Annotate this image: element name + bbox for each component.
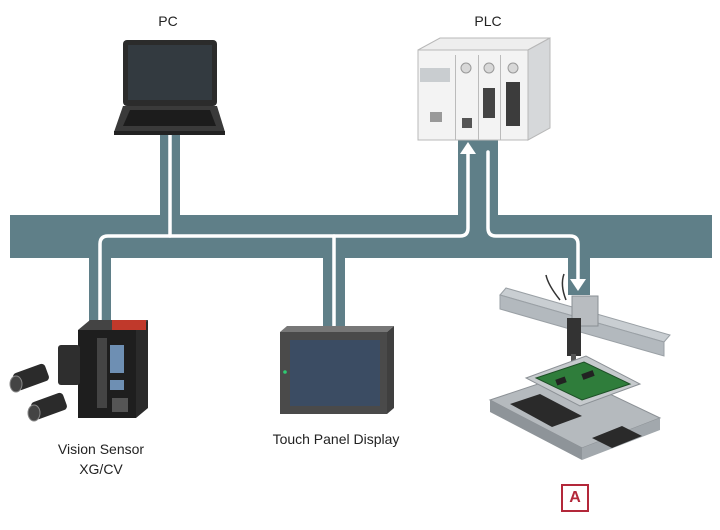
vision-sensor-label: Vision Sensor	[57, 441, 145, 457]
vision-sensor-model-label: XG/CV	[79, 461, 123, 477]
xy-stage-machine-icon	[488, 273, 671, 460]
marker-a: A	[561, 484, 589, 512]
pc-label: PC	[158, 13, 178, 29]
vision-sensor-controller-icon	[9, 320, 148, 422]
link-lines	[98, 133, 580, 337]
touch-panel-label: Touch Panel Display	[272, 431, 400, 447]
plc-rack-icon	[417, 37, 551, 141]
touch-panel-icon	[280, 326, 394, 414]
network-bus	[10, 133, 712, 335]
camera-icon	[27, 392, 67, 422]
laptop-icon	[114, 40, 225, 135]
camera-icon	[9, 363, 49, 393]
plc-label: PLC	[474, 13, 502, 29]
arrow-heads	[460, 142, 586, 291]
